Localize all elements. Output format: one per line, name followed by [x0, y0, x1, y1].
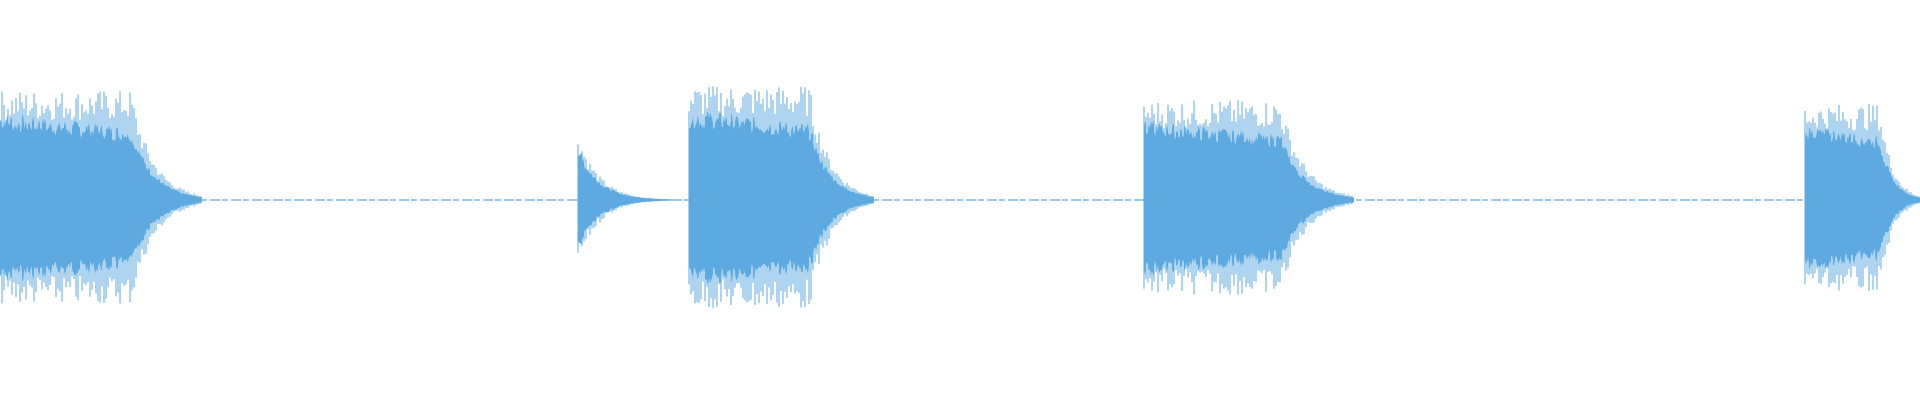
- waveform-bursts: [0, 86, 1920, 309]
- burst-3: [688, 86, 874, 309]
- burst-1: [0, 91, 202, 304]
- burst-5: [1804, 104, 1920, 292]
- burst-2: [577, 144, 682, 253]
- burst-4: [1143, 100, 1354, 295]
